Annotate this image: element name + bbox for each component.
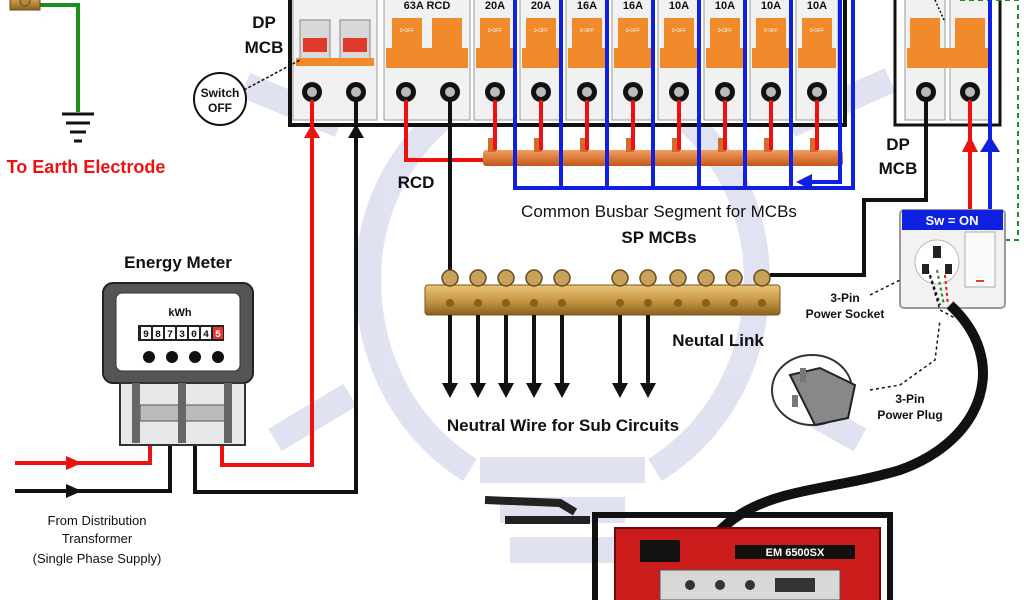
from-distribution-label-3: (Single Phase Supply) bbox=[33, 551, 162, 566]
meter-digit-4: 3 bbox=[179, 330, 185, 341]
breaker-rating-5: 16A bbox=[623, 0, 643, 12]
meter-digit-2: 8 bbox=[155, 330, 161, 341]
dp-mcb-right bbox=[904, 0, 991, 121]
live-wiring bbox=[15, 100, 972, 467]
from-distribution-label-2: Transformer bbox=[62, 531, 133, 546]
sw-on-label: Sw = ON bbox=[925, 213, 978, 228]
meter-digit-1: 9 bbox=[143, 330, 149, 341]
dp-mcb-right-label-1: DP bbox=[886, 135, 910, 154]
energy-meter-label: Energy Meter bbox=[124, 253, 232, 272]
breaker-rating-7: 10A bbox=[715, 0, 735, 12]
sp-mcb-4 bbox=[611, 0, 655, 121]
common-busbar-label: Common Busbar Segment for MCBs bbox=[521, 202, 797, 221]
toggle-label-6: 0-OFF bbox=[672, 28, 686, 34]
from-distribution-label-1: From Distribution bbox=[48, 513, 147, 528]
neutral-sub-arrows-icon bbox=[442, 383, 656, 398]
dp-mcb-left bbox=[292, 0, 378, 121]
breaker-rating-8: 10A bbox=[761, 0, 781, 12]
busbar-arrow-icon bbox=[796, 174, 812, 190]
earth-wiring bbox=[40, 0, 1019, 241]
earth-ground-icon bbox=[62, 112, 94, 143]
blue-up-arrow-icon bbox=[980, 136, 1000, 152]
rcd-label: RCD bbox=[398, 173, 435, 192]
neutral-arrow-in-icon bbox=[66, 484, 82, 498]
meter-digit-6: 4 bbox=[203, 330, 209, 341]
breaker-rating-3: 20A bbox=[531, 0, 551, 12]
power-socket-label-1: 3-Pin bbox=[830, 291, 859, 305]
neutral-sub-wires bbox=[448, 315, 650, 385]
meter-digit-3: 7 bbox=[167, 330, 173, 341]
power-socket bbox=[899, 209, 1006, 309]
dp-mcb-left-label-2: MCB bbox=[245, 38, 284, 57]
sp-mcb-row bbox=[473, 0, 839, 121]
toggle-label-2: 0-OFF bbox=[488, 28, 502, 34]
neutral-arrow-icon bbox=[348, 124, 364, 138]
toggle-label-8: 0-OFF bbox=[764, 28, 778, 34]
copper-busbar bbox=[483, 138, 843, 166]
live-arrow-in-icon bbox=[66, 456, 82, 470]
toggle-label-1: 0-OFF bbox=[400, 28, 414, 34]
rcd-breaker bbox=[383, 0, 471, 121]
switch-off-label-1: Switch bbox=[201, 86, 240, 100]
neutral-link-label: Neutal Link bbox=[672, 331, 764, 350]
breaker-rating-6: 10A bbox=[669, 0, 689, 12]
toggle-label-3: 0-OFF bbox=[534, 28, 548, 34]
toggle-label-9: 0-OFF bbox=[810, 28, 824, 34]
power-socket-label-2: Power Socket bbox=[806, 307, 885, 321]
switch-off-label-2: OFF bbox=[208, 101, 232, 115]
meter-digit-5: 0 bbox=[191, 330, 197, 341]
dp-mcb-right-label-2: MCB bbox=[879, 159, 918, 178]
busbar-segment-outline bbox=[513, 0, 992, 210]
earth-terminal-icon bbox=[9, 0, 41, 11]
switch-off-callout bbox=[193, 59, 301, 126]
kwh-label: kWh bbox=[168, 307, 192, 319]
power-plug-label-2: Power Plug bbox=[877, 408, 942, 422]
power-plug-label-1: 3-Pin bbox=[895, 392, 924, 406]
breaker-rating-2: 20A bbox=[485, 0, 505, 12]
generator bbox=[484, 496, 893, 600]
neutral-wire-sub-label: Neutral Wire for Sub Circuits bbox=[447, 416, 679, 435]
generator-model-label: EM 6500SX bbox=[766, 547, 825, 559]
meter-digit-7: 5 bbox=[215, 330, 221, 341]
generator-cable bbox=[675, 301, 988, 600]
breaker-rating-1: 63A RCD bbox=[404, 0, 451, 12]
sp-mcbs-label: SP MCBs bbox=[621, 228, 696, 247]
neutral-link-bar bbox=[424, 269, 781, 316]
breaker-rating-9: 10A bbox=[807, 0, 827, 12]
to-earth-electrode-label: To Earth Electrode bbox=[7, 157, 166, 177]
toggle-label-7: 0-OFF bbox=[718, 28, 732, 34]
toggle-label-5: 0-OFF bbox=[626, 28, 640, 34]
red-up-arrow-icon bbox=[962, 136, 978, 152]
dp-mcb-left-label-1: DP bbox=[252, 13, 276, 32]
sp-mcb-1 bbox=[473, 0, 517, 121]
toggle-label-4: 0-OFF bbox=[580, 28, 594, 34]
breaker-rating-4: 16A bbox=[577, 0, 597, 12]
socket-internal-wires bbox=[929, 269, 949, 306]
live-arrow-icon bbox=[304, 124, 320, 138]
sp-mcb-7 bbox=[749, 0, 793, 121]
power-plug-icon bbox=[771, 354, 857, 427]
